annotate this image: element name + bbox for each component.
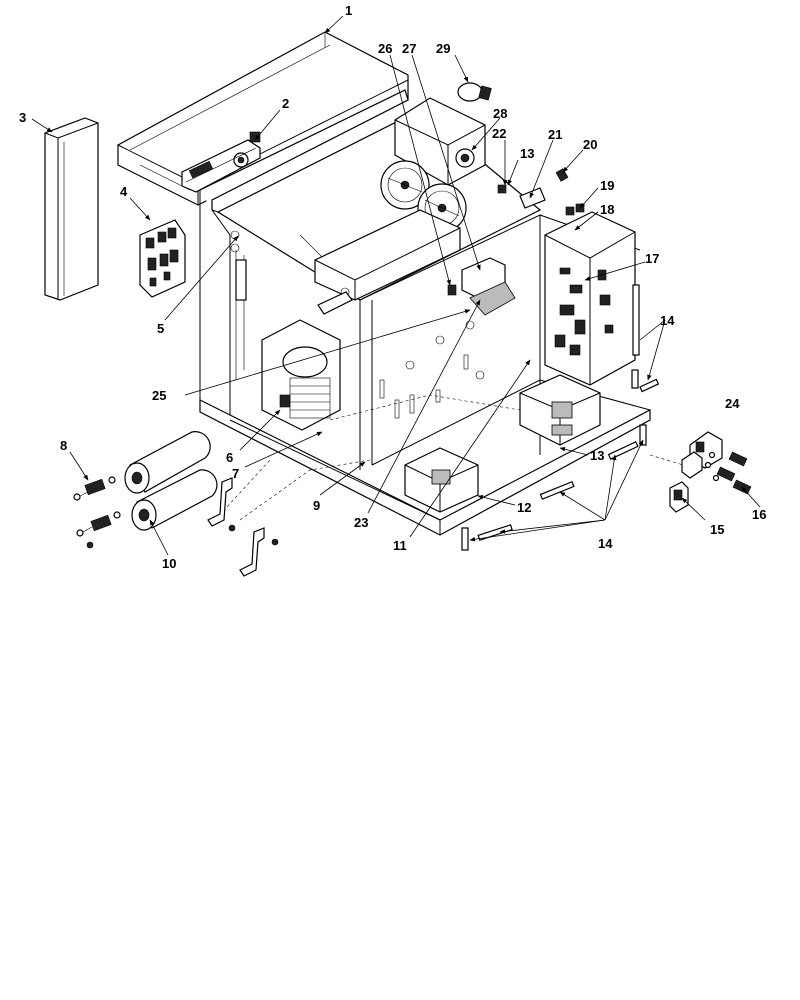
part-door-switch bbox=[669, 481, 689, 513]
callout-4: 4 bbox=[120, 184, 128, 199]
leader-lines bbox=[31, 15, 761, 556]
callout-22: 22 bbox=[492, 126, 506, 141]
callout-7: 7 bbox=[232, 466, 239, 481]
part-lamp bbox=[457, 82, 492, 102]
part-waveguide bbox=[314, 209, 461, 301]
callout-20: 20 bbox=[583, 137, 597, 152]
callout-12: 12 bbox=[517, 500, 531, 515]
callout-11: 11 bbox=[393, 538, 407, 553]
callout-25: 25 bbox=[152, 388, 166, 403]
callout-18: 18 bbox=[600, 202, 614, 217]
part-hv-diode-fuse bbox=[447, 257, 516, 316]
callout-5: 5 bbox=[157, 321, 164, 336]
part-terminal-block bbox=[139, 219, 186, 298]
callout-15: 15 bbox=[710, 522, 724, 537]
part-side-trim bbox=[44, 117, 99, 301]
part-power-plugs bbox=[681, 431, 752, 495]
callout-labels: 1 2 3 4 5 6 7 8 9 10 11 12 13 13 14 14 1… bbox=[19, 3, 766, 571]
callout-1: 1 bbox=[345, 3, 352, 18]
callout-23: 23 bbox=[354, 515, 368, 530]
part-gasket-strips bbox=[461, 284, 660, 551]
callout-27: 27 bbox=[402, 41, 416, 56]
callout-28: 28 bbox=[493, 106, 507, 121]
callout-13-b: 13 bbox=[590, 448, 604, 463]
part-transformer-front bbox=[404, 447, 479, 513]
part-springs bbox=[73, 476, 121, 549]
callout-21: 21 bbox=[548, 127, 562, 142]
part-capacitors bbox=[124, 431, 218, 531]
callout-17: 17 bbox=[645, 251, 659, 266]
callout-14-b: 14 bbox=[598, 536, 613, 551]
part-magnetron bbox=[261, 291, 353, 431]
part-stirrer-motor bbox=[394, 97, 486, 186]
callout-6: 6 bbox=[226, 450, 233, 465]
callout-26: 26 bbox=[378, 41, 392, 56]
callout-9: 9 bbox=[313, 498, 320, 513]
callout-3: 3 bbox=[19, 110, 26, 125]
part-capacitor-clamps bbox=[207, 477, 279, 577]
callout-19: 19 bbox=[600, 178, 614, 193]
callout-29: 29 bbox=[436, 41, 450, 56]
callout-10: 10 bbox=[162, 556, 176, 571]
callout-24: 24 bbox=[725, 396, 740, 411]
part-control-board bbox=[544, 211, 636, 386]
callout-13-a: 13 bbox=[520, 146, 534, 161]
part-transformer-rear bbox=[519, 374, 601, 446]
part-switch-bracket bbox=[181, 131, 261, 193]
callout-14-a: 14 bbox=[660, 313, 675, 328]
callout-8: 8 bbox=[60, 438, 67, 453]
callout-2: 2 bbox=[282, 96, 289, 111]
callout-16: 16 bbox=[752, 507, 766, 522]
